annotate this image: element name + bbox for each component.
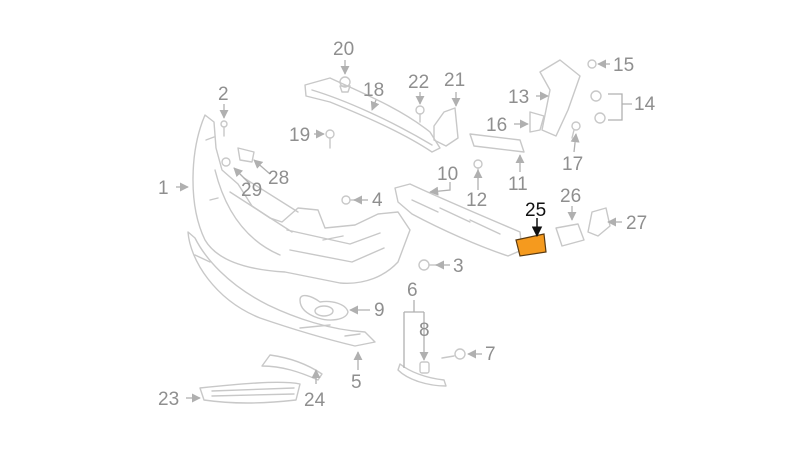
callout-29: 29 [241,180,262,201]
callout-24: 24 [304,390,326,411]
callout-5: 5 [351,372,362,393]
callout-25[interactable]: 25 [525,200,546,221]
callout-2: 2 [218,84,229,105]
callout-7: 7 [485,344,496,365]
callout-17: 17 [562,154,583,175]
bracket-part-8 [397,361,447,387]
reinforcement-part [304,77,441,153]
callout-1: 1 [158,178,169,199]
callout-16: 16 [486,115,507,136]
callout-22: 22 [408,72,429,93]
lower-valance-part [187,231,376,347]
callout-28: 28 [268,168,289,189]
callout-9: 9 [374,300,385,321]
callout-27: 27 [626,213,647,234]
callout-11: 11 [508,174,528,195]
callout-4: 4 [372,190,383,211]
callout-8: 8 [419,320,430,341]
callout-15: 15 [613,55,634,76]
callout-labels: 1 2 3 4 5 6 7 8 9 10 11 12 13 14 15 16 1… [158,39,656,411]
callout-20: 20 [333,39,354,60]
callout-23: 23 [158,389,179,410]
callout-26: 26 [560,186,581,207]
bumper-cover-part [192,114,411,284]
callout-14: 14 [634,94,656,115]
callout-12: 12 [466,190,487,211]
callout-13: 13 [508,87,529,108]
callout-10: 10 [437,164,458,185]
lower-shield-part [394,183,523,257]
callout-21: 21 [444,70,465,91]
side-grille-part [199,354,323,404]
callout-18: 18 [363,80,384,101]
tow-cover-part [299,294,349,321]
leader-lines [176,59,632,403]
callout-3: 3 [453,256,464,277]
callout-19: 19 [289,125,310,146]
callout-6: 6 [407,280,418,301]
fasteners [220,59,611,360]
